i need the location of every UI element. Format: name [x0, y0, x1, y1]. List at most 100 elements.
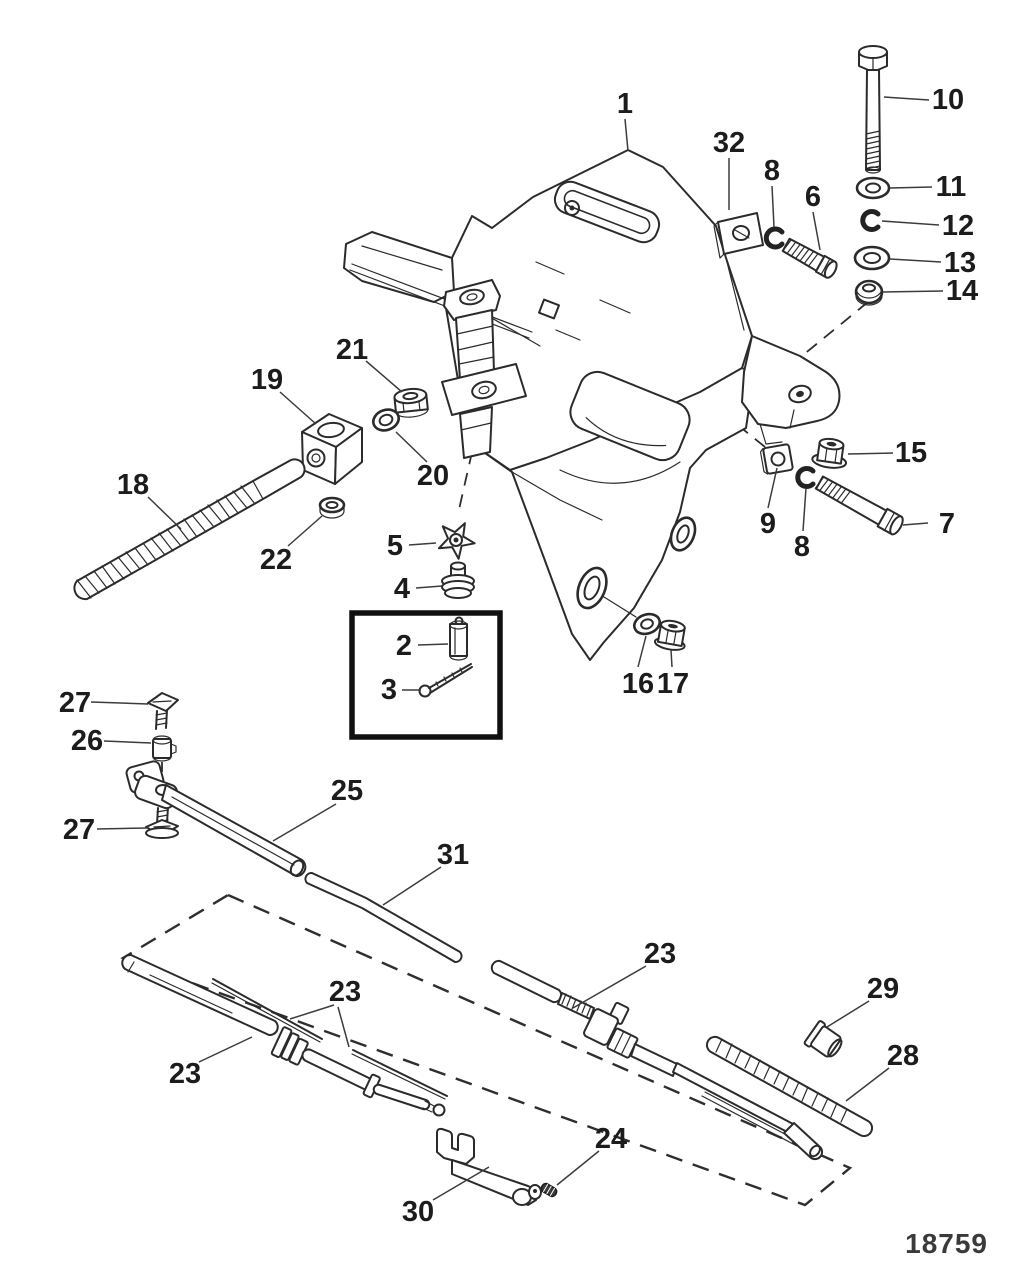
- part-14-grommet: [854, 279, 884, 306]
- callout-8b-label: 8: [794, 531, 810, 563]
- part-25-shift-link-rod: [125, 760, 307, 878]
- callout-21-label: 21: [336, 334, 368, 366]
- callout-23b-label: 23: [329, 976, 361, 1008]
- part-17-locknut: [653, 619, 686, 651]
- part-8-lock-washer-top: [763, 226, 785, 250]
- part-13-washer: [853, 245, 891, 271]
- callout-16-label: 16: [622, 668, 654, 700]
- part-8-lock-washer-right: [795, 466, 816, 489]
- part-6-hex-bolt: [781, 237, 838, 279]
- part-23-cable-left: [121, 953, 448, 1117]
- callout-14-leader: [882, 290, 944, 293]
- callout-8a-label: 8: [764, 155, 780, 187]
- callout-18-label: 18: [117, 469, 149, 501]
- part-27-screw-top: [147, 692, 179, 730]
- callout-22-label: 22: [260, 544, 292, 576]
- callout-13-leader: [889, 258, 942, 263]
- callout-32-label: 32: [713, 127, 745, 159]
- callout-15-label: 15: [895, 437, 927, 469]
- callout-17-leader: [670, 649, 673, 668]
- callout-31-leader: [382, 866, 442, 906]
- callout-20-label: 20: [417, 460, 449, 492]
- part-27-screw-bottom: [145, 806, 179, 839]
- callout-20-leader: [395, 431, 428, 463]
- kit-box-outline: [349, 610, 503, 740]
- bracket-screw-hole: [564, 200, 580, 216]
- part-20-washer: [372, 408, 400, 432]
- callout-9-label: 9: [760, 508, 776, 540]
- callout-19-label: 19: [251, 364, 283, 396]
- part-30-cable-anchor-bracket: [436, 1127, 542, 1206]
- callout-9-leader: [767, 467, 778, 509]
- callout-4-leader: [415, 585, 443, 589]
- callout-4-label: 4: [394, 573, 410, 605]
- callout-5-label: 5: [387, 530, 403, 562]
- drawing-number: 18759: [905, 1228, 988, 1259]
- callout-18-leader: [147, 496, 182, 530]
- part-4-flanged-bushing: [441, 561, 475, 599]
- part-26-bushing: [152, 735, 177, 762]
- part-31-inner-wire: [304, 872, 463, 963]
- callout-27b-label: 27: [63, 814, 95, 846]
- callout-5-leader: [408, 542, 437, 546]
- bracket-oval-hole-right: [669, 516, 697, 552]
- part-11-washer: [855, 176, 891, 200]
- callout-12-label: 12: [942, 210, 974, 242]
- callout-23a-label: 23: [644, 938, 676, 970]
- callout-22-leader: [287, 515, 323, 547]
- part-23-cable-right: [490, 959, 824, 1161]
- callout-27a-label: 27: [59, 687, 91, 719]
- part-7-hex-bolt: [814, 475, 904, 536]
- part-19-trunnion-block: [301, 413, 363, 485]
- part-5-star-washer: [437, 522, 476, 560]
- callout-28-label: 28: [887, 1040, 919, 1072]
- callout-31-label: 31: [437, 839, 469, 871]
- cable-routing-outline: [120, 893, 853, 1207]
- part-15-locknut: [811, 437, 848, 469]
- callout-2-leader: [417, 643, 449, 646]
- callout-16-leader: [637, 635, 647, 668]
- callout-27a-leader: [90, 701, 149, 705]
- bracket-oval-hole-lower: [576, 566, 608, 610]
- callout-3-label: 3: [381, 674, 397, 706]
- part-9-square-nut: [759, 443, 794, 475]
- callout-10-label: 10: [932, 84, 964, 116]
- callout-28-leader: [845, 1067, 890, 1102]
- callout-1-label: 1: [617, 88, 633, 120]
- part-24-pin: [540, 1182, 558, 1198]
- callout-10-leader: [883, 96, 930, 101]
- callout-29-label: 29: [867, 973, 899, 1005]
- callout-30-leader: [432, 1166, 490, 1201]
- callout-17-label: 17: [657, 668, 689, 700]
- callout-23b-leader: [289, 1004, 335, 1020]
- part-22-grommet: [318, 496, 346, 519]
- callout-21-leader: [365, 360, 403, 393]
- callout-23a-leader: [572, 965, 647, 1009]
- callout-29-leader: [826, 1000, 870, 1028]
- callout-8a-leader: [771, 185, 775, 228]
- callout-11-leader: [889, 186, 933, 189]
- part-28-spiral-wrap: [705, 1035, 874, 1138]
- callout-23b-leader-1: [337, 1006, 350, 1048]
- callout-7-leader: [902, 522, 929, 526]
- callout-12-leader: [881, 220, 940, 226]
- callout-13-label: 13: [944, 247, 976, 279]
- callout-8b-leader: [802, 487, 807, 532]
- callout-23c-label: 23: [169, 1058, 201, 1090]
- part-3-cotter-pin: [418, 663, 473, 698]
- callout-24-leader: [556, 1150, 600, 1186]
- part-16-washer: [632, 612, 662, 636]
- callout-2-label: 2: [396, 630, 412, 662]
- part-32-trim-tab-plate: [713, 212, 764, 259]
- callout-25-leader: [272, 803, 337, 842]
- callout-7-label: 7: [939, 508, 955, 540]
- bracket-handle-slot: [553, 180, 661, 244]
- callout-25-label: 25: [331, 775, 363, 807]
- callout-6-label: 6: [805, 181, 821, 213]
- callout-30-label: 30: [402, 1196, 434, 1228]
- part-1-transom-bracket: [343, 149, 841, 661]
- part-2-pin: [449, 616, 468, 661]
